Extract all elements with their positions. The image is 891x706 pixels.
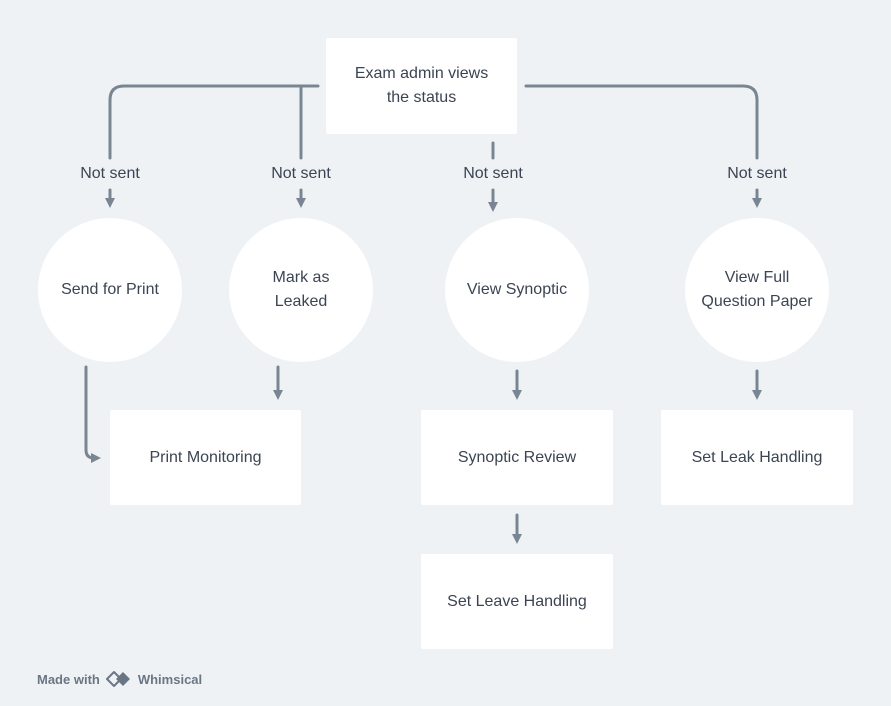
result-node-set-leave-handling[interactable]: Set Leave Handling [421, 554, 613, 649]
edge-label-view-synoptic: Not sent [463, 165, 523, 182]
action-node-send-for-print[interactable]: Send for Print [38, 218, 182, 362]
action-node-label: View Full Question Paper [701, 269, 813, 310]
whimsical-logo-icon [105, 670, 132, 688]
result-node-label: Set Leave Handling [447, 592, 587, 610]
result-node-print-monitoring[interactable]: Print Monitoring [110, 410, 301, 505]
result-node-label: Set Leak Handling [691, 448, 823, 466]
edge-label-view-full-question-paper: Not sent [727, 165, 787, 182]
result-node-synoptic-review[interactable]: Synoptic Review [421, 410, 613, 505]
made-with-text: Made with [37, 671, 100, 687]
action-node-mark-as-leaked[interactable]: Mark as Leaked [229, 218, 373, 362]
action-node-label: View Synoptic [466, 281, 568, 298]
connector-send-for-print-to-print-monitoring [84, 365, 101, 463]
root-node[interactable]: Exam admin views the status [326, 38, 517, 134]
result-node-label: Synoptic Review [457, 448, 577, 466]
result-node-label: Print Monitoring [149, 448, 262, 466]
action-node-label: Mark as Leaked [272, 269, 330, 310]
action-node-label: Send for Print [61, 281, 159, 298]
action-node-view-synoptic[interactable]: View Synoptic [445, 218, 589, 362]
whimsical-watermark[interactable]: Made with Whimsical [37, 669, 202, 689]
connector-root-to-view-full-question-paper [524, 84, 759, 160]
edge-label-mark-as-leaked: Not sent [271, 165, 331, 182]
root-node-label: Exam admin views the status [354, 65, 489, 106]
connector-root-to-send-for-print [108, 84, 320, 160]
whimsical-brand-text: Whimsical [137, 671, 203, 687]
edge-label-send-for-print: Not sent [80, 165, 140, 182]
result-node-set-leak-handling[interactable]: Set Leak Handling [661, 410, 853, 505]
action-node-view-full-question-paper[interactable]: View Full Question Paper [685, 218, 829, 362]
